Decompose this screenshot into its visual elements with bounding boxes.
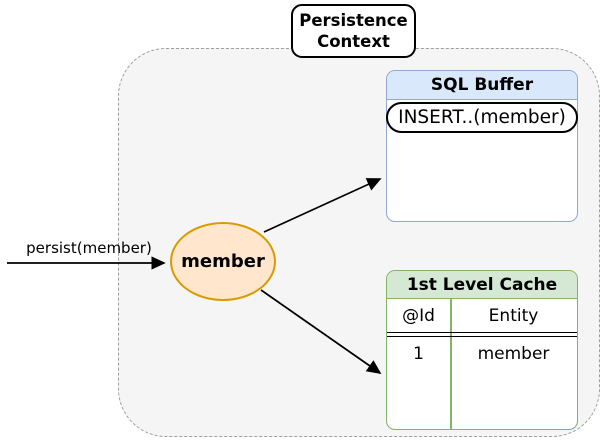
first-level-cache-header: 1st Level Cache <box>387 271 577 299</box>
sql-buffer-box: SQL Buffer INSERT..(member) <box>386 70 578 222</box>
cache-row-entity: member <box>477 344 550 364</box>
cache-column-headers: @Id Entity <box>387 299 577 332</box>
cache-row-id: 1 <box>413 344 424 364</box>
sql-buffer-header: SQL Buffer <box>387 71 577 100</box>
cache-column-divider <box>450 299 452 429</box>
persist-arrow-label: persist(member) <box>26 239 152 257</box>
cache-column-entity: Entity <box>488 305 539 326</box>
member-node-label: member <box>181 251 265 272</box>
cache-column-id: @Id <box>402 305 435 326</box>
insert-statement-label: INSERT..(member) <box>398 107 566 128</box>
cache-row: 1 member <box>387 339 577 369</box>
persistence-context-title: Persistence Context <box>291 4 416 58</box>
cache-header-separator <box>387 332 577 337</box>
persistence-context-title-label: Persistence Context <box>299 10 408 51</box>
first-level-cache-table: 1st Level Cache @Id Entity 1 member <box>386 270 578 430</box>
insert-statement-pill: INSERT..(member) <box>386 102 578 133</box>
member-node: member <box>170 222 276 301</box>
